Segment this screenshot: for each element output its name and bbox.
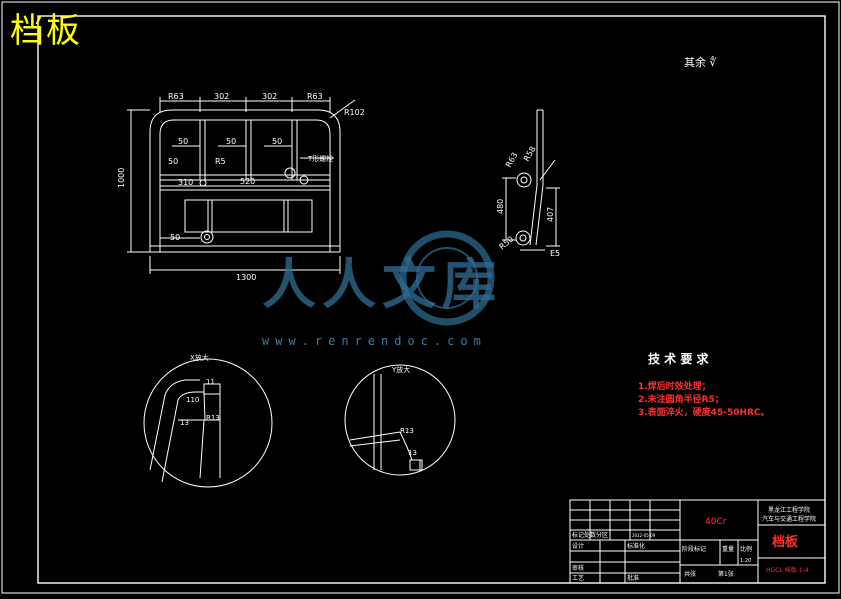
detail-labels: X放大 11 110 13 R13 Y放大 R13 13 [180, 353, 417, 457]
dim-bottom-50: 50 [170, 233, 180, 242]
front-view [127, 97, 356, 274]
title-block [569, 499, 826, 584]
detail-left-dim-13: 13 [180, 419, 189, 427]
dim-top-r63-left: R63 [168, 92, 184, 101]
detail-right [344, 364, 456, 476]
detail-left-dim-r13: R13 [206, 414, 220, 422]
side-e5: E5 [550, 249, 560, 258]
detail-left-label: X放大 [190, 353, 209, 362]
school-line-2: 汽车与交通工程学院 [762, 515, 816, 523]
label-stage: 阶段标记 [682, 545, 706, 553]
tech-item-3: 3.表面淬火，硬度45-50HRC。 [638, 406, 770, 418]
detail-right-dim-13: 13 [408, 449, 417, 457]
side-view [502, 109, 560, 251]
label-process: 工艺 [572, 574, 584, 582]
dim-310: 310 [178, 178, 193, 187]
detail-left-dim-11: 11 [206, 378, 215, 386]
dim-inner-50-a: 50 [178, 137, 188, 146]
label-sheets-total: 共张 [684, 570, 696, 578]
part-name: 档板 [772, 534, 799, 550]
roughness-note: 其余 ∜ [684, 55, 717, 69]
dim-top-302-b: 302 [262, 92, 277, 101]
dimension-labels: R63 302 302 R63 R102 50 50 50 50 R5 T形螺栓… [117, 92, 560, 282]
label-scale: 比例 [740, 545, 752, 553]
dim-r102: R102 [344, 108, 365, 117]
watermark-text: 人人文库 [262, 253, 502, 316]
label-sheet-no: 第1张 [718, 570, 734, 578]
tech-item-1: 1.焊后时效处理； [638, 380, 711, 392]
dim-top-302-a: 302 [214, 92, 229, 101]
dim-1000: 1000 [117, 168, 126, 188]
drawing-no: HGCL 档板-1-4 [766, 566, 809, 574]
label-approve: 批准 [627, 574, 639, 582]
watermark-logo [399, 230, 495, 326]
dim-inner-50-c: 50 [272, 137, 282, 146]
title-block-text: 40Cr 黑龙江工程学院 汽车与交通工程学院 档板 阶段标记 重量 比例 1:2… [572, 506, 816, 582]
dim-1300: 1300 [236, 273, 256, 282]
label-std-check: 标记处数分区 [572, 531, 608, 539]
tech-heading: 技 术 要 求 [648, 351, 710, 366]
label-review: 审核 [572, 564, 584, 572]
side-r63: R63 [504, 151, 520, 169]
dim-520: 520 [240, 177, 255, 186]
side-480: 480 [496, 199, 505, 214]
inner-border [37, 15, 826, 584]
dim-left-50: 50 [168, 157, 178, 166]
watermark-url: www.renrendoc.com [262, 334, 487, 348]
detail-left [143, 358, 273, 488]
side-r58: R58 [522, 145, 538, 163]
detail-left-dim-110: 110 [186, 396, 199, 404]
dim-inner-50-b: 50 [226, 137, 236, 146]
label-weight: 重量 [722, 545, 734, 553]
school-line-1: 黑龙江工程学院 [768, 506, 810, 514]
tech-item-2: 2.未注圆角半径R5； [638, 393, 724, 405]
label-date: 2012-05-09 [632, 533, 656, 538]
detail-right-label: Y放大 [391, 365, 410, 374]
scale-value: 1:20 [740, 558, 751, 564]
dim-r5: R5 [215, 157, 226, 166]
detail-right-dim-r13: R13 [400, 427, 414, 435]
dim-top-r63-right: R63 [307, 92, 323, 101]
label-standard: 标准化 [627, 542, 645, 550]
label-designer: 设计 [572, 542, 584, 550]
tech-list: 1.焊后时效处理； 2.未注圆角半径R5； 3.表面淬火，硬度45-50HRC。 [638, 380, 770, 418]
side-label: T形螺栓 [307, 154, 333, 163]
corner-title: 档板 [10, 11, 82, 51]
material: 40Cr [705, 517, 727, 527]
side-407: 407 [546, 207, 555, 222]
